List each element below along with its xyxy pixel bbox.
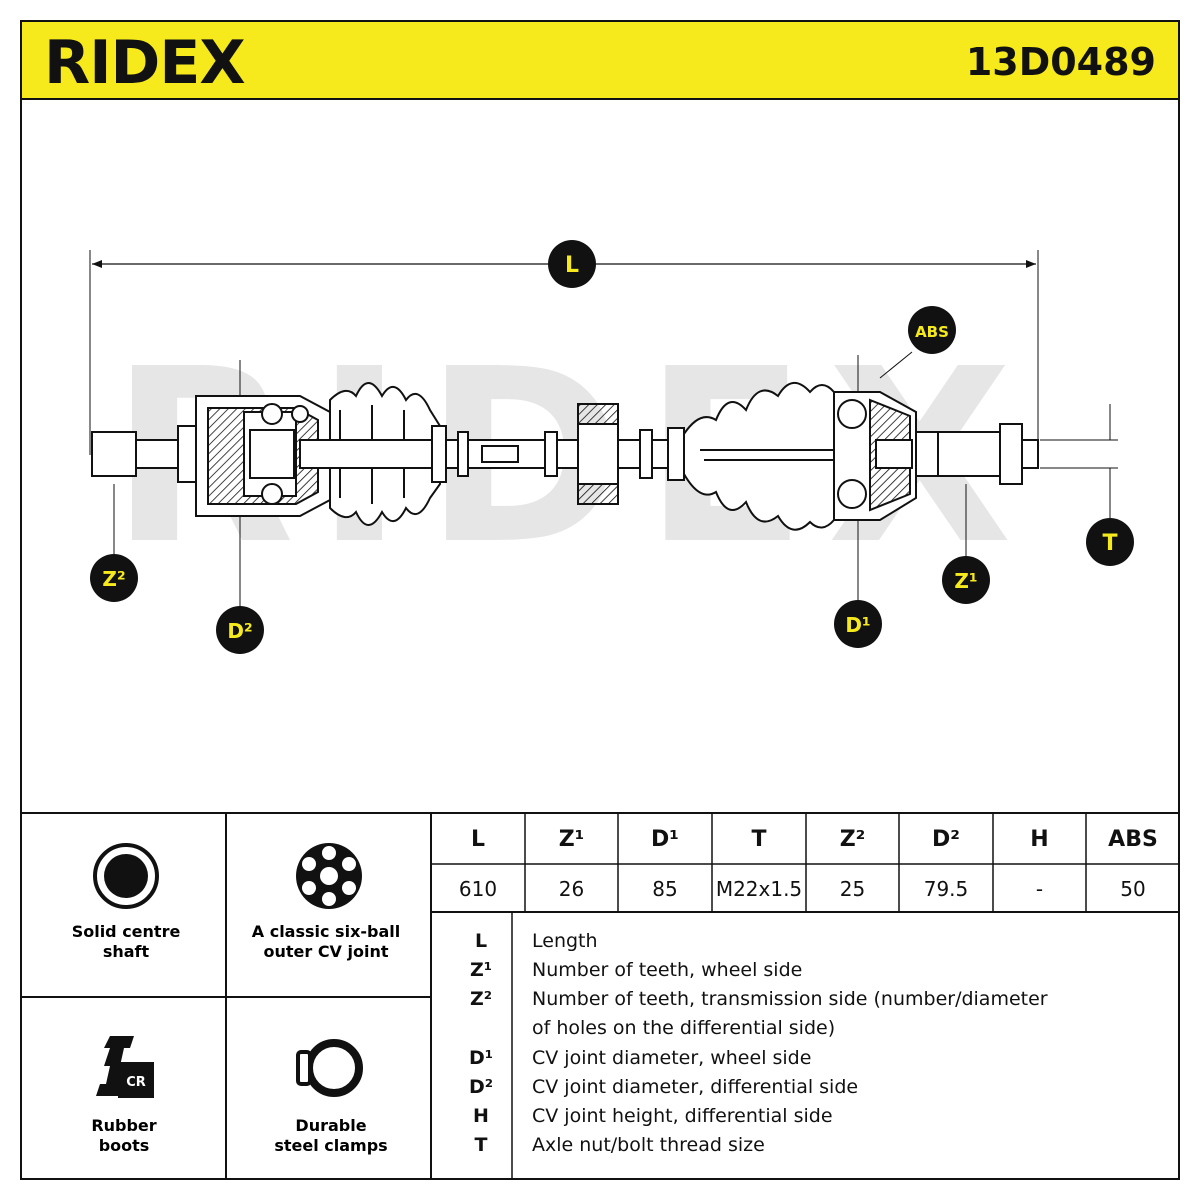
spec-value-D1: 85 xyxy=(652,877,678,901)
spec-header-D2: D² xyxy=(932,827,960,852)
glossary-text-continued: of holes on the differential side) xyxy=(532,1017,836,1039)
spec-header-L: L xyxy=(470,827,486,852)
spec-value-H: - xyxy=(1035,877,1044,901)
glossary-key: L xyxy=(474,930,488,952)
glossary-key: D² xyxy=(468,1076,494,1098)
glossary-key: T xyxy=(474,1134,488,1156)
spec-value-ABS: 50 xyxy=(1120,877,1146,901)
part-number: 13D0489 xyxy=(965,40,1156,84)
glossary-key: H xyxy=(473,1105,489,1127)
glossary-text: Axle nut/bolt thread size xyxy=(532,1134,765,1156)
spec-header-D1: D¹ xyxy=(651,827,679,852)
spec-header-H: H xyxy=(1030,827,1049,852)
header-bar: RIDEX 13D0489 xyxy=(20,20,1180,100)
glossary-key: Z¹ xyxy=(469,959,493,981)
spec-header-T: T xyxy=(751,827,767,852)
glossary-text: CV joint diameter, wheel side xyxy=(532,1047,812,1069)
glossary-text: CV joint height, differential side xyxy=(532,1105,833,1127)
spec-value-D2: 79.5 xyxy=(923,877,969,901)
spec-value-Z1: 26 xyxy=(558,877,585,901)
glossary-text: Number of teeth, wheel side xyxy=(532,959,803,981)
glossary-text: Length xyxy=(532,930,598,952)
glossary-key: D¹ xyxy=(468,1047,494,1069)
spec-value-L: 610 xyxy=(458,877,498,901)
spec-value-Z2: 25 xyxy=(839,877,866,901)
spec-value-T: M22x1.5 xyxy=(715,877,803,901)
spec-header-Z1: Z¹ xyxy=(558,827,585,852)
glossary-text: CV joint diameter, differential side xyxy=(532,1076,859,1098)
spec-header-ABS: ABS xyxy=(1108,827,1158,852)
glossary-key: Z² xyxy=(469,988,493,1010)
spec-header-Z2: Z² xyxy=(839,827,866,852)
glossary-text: Number of teeth, transmission side (numb… xyxy=(532,988,1048,1010)
brand-logo: RIDEX xyxy=(44,28,246,98)
